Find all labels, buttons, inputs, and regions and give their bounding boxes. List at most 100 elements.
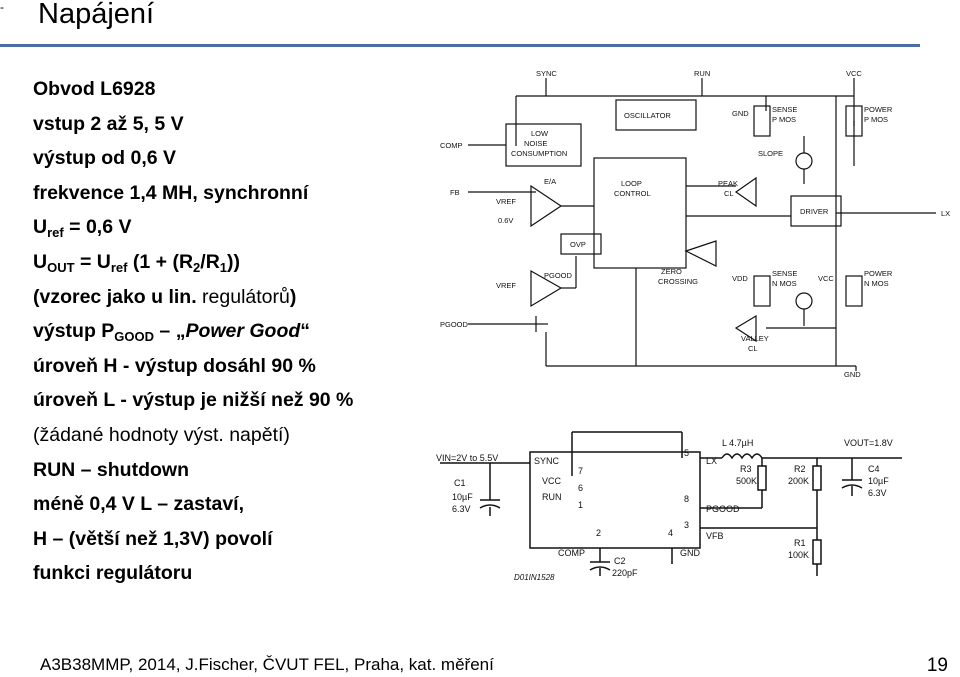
bd-pin-fb: FB [450, 188, 460, 197]
text-run: /R [200, 250, 220, 273]
bd-pin-pgood: PGOOD [440, 320, 469, 329]
text-line: (vzorec jako u lin. regulátorů) [33, 280, 353, 315]
bd-pin-comp: COMP [440, 141, 463, 150]
ac-r1: R1 [794, 538, 806, 548]
subscript: ref [47, 225, 64, 241]
ac-r3-val: 500K [736, 476, 757, 486]
bd-low-noise-1: LOW [531, 129, 549, 138]
bd-sense-p-1: SENSE [772, 105, 797, 114]
application-circuit: VIN=2V to 5.5V C1 10µF 6.3V SYNC VCC RUN… [436, 431, 902, 582]
ac-pin-2: 2 [596, 528, 601, 538]
text-line: funkci regulátoru [33, 556, 353, 591]
text-line: výstup od 0,6 V [33, 141, 353, 176]
subscript: OUT [47, 259, 75, 275]
ac-c1: C1 [454, 478, 466, 488]
bd-vcc-small: VCC [818, 274, 834, 283]
subscript: GOOD [114, 329, 155, 345]
bd-pin-gnd: GND [844, 370, 861, 378]
text-run: )) [227, 250, 241, 273]
text-run: U [33, 250, 48, 273]
slide-footer: A3B38MMP, 2014, J.Fischer, ČVUT FEL, Pra… [40, 655, 494, 674]
ac-ic-sync: SYNC [534, 456, 560, 466]
ac-vout: VOUT=1.8V [844, 438, 893, 448]
bd-low-noise-2: NOISE [524, 139, 547, 148]
bd-gnd-small: GND [732, 109, 749, 118]
text-line: UOUT = Uref (1 + (R2/R1)) [33, 245, 353, 280]
text-run: výstup P [33, 320, 115, 343]
text-run: funkci regulátoru [33, 562, 193, 585]
text-run: (žádané hodnoty výst. napětí) [33, 423, 290, 446]
ac-pin-8: 8 [684, 494, 689, 504]
bd-0v6: 0.6V [498, 216, 513, 225]
text-line: Uref = 0,6 V [33, 210, 353, 245]
slide-title: Napájení [38, 0, 155, 30]
text-run: (1 + (R [127, 250, 194, 273]
ac-pin-5: 5 [684, 448, 689, 458]
ac-ic-run: RUN [542, 492, 562, 502]
ac-pin-3: 3 [684, 520, 689, 530]
ac-c4-val: 10µF [868, 476, 889, 486]
bd-peak-2: CL [724, 189, 734, 198]
ac-pin-6: 6 [578, 483, 583, 493]
bd-slope: SLOPE [758, 149, 783, 158]
bd-sense-n-1: SENSE [772, 269, 797, 278]
bd-power-p-1: POWER [864, 105, 893, 114]
ac-c2: C2 [614, 556, 626, 566]
ac-ic-lx: LX [706, 456, 717, 466]
text-run: ) [289, 285, 297, 308]
ac-doc-id: D01IN1528 [514, 573, 555, 582]
text-line: vstup 2 až 5, 5 V [33, 107, 353, 142]
text-run: regulátorů [196, 285, 290, 308]
bd-loop-1: LOOP [621, 179, 642, 188]
bd-oscillator: OSCILLATOR [624, 111, 671, 120]
subscript: ref [110, 259, 128, 275]
text-line: Obvod L6928 [33, 72, 353, 107]
text-run: Obvod L6928 [33, 78, 156, 100]
bd-peak-1: PEAK [718, 179, 738, 188]
text-line: (žádané hodnoty výst. napětí) [33, 418, 353, 453]
ac-ic-vcc: VCC [542, 476, 562, 486]
text-run: vstup 2 až 5, 5 V [33, 112, 184, 135]
bd-pin-sync: SYNC [536, 69, 557, 78]
text-run: méně 0,4 V L – zastaví, [33, 493, 245, 516]
text-run: = 0,6 V [63, 216, 132, 239]
ac-c2-val: 220pF [612, 568, 638, 578]
text-run: – „ [154, 320, 186, 343]
ac-pin-1: 1 [578, 500, 583, 510]
bd-pin-vcc: VCC [846, 69, 862, 78]
bullet-text-block: Obvod L6928 vstup 2 až 5, 5 V výstup od 0,… [33, 72, 353, 591]
bd-sense-p-2: P MOS [772, 115, 796, 124]
text-run: úroveň L - výstup je nižší než 90 % [33, 389, 354, 412]
bd-pin-lx: LX [941, 209, 950, 218]
bd-valley-2: CL [748, 344, 758, 353]
ac-r2: R2 [794, 464, 806, 474]
subscript: 2 [193, 259, 201, 275]
text-run: úroveň H - výstup dosáhl 90 % [33, 354, 316, 377]
bd-zero-2: CROSSING [658, 277, 698, 286]
text-line: úroveň L - výstup je nižší než 90 % [33, 383, 353, 418]
text-run: Power Good [185, 320, 301, 343]
ac-r1-val: 100K [788, 550, 809, 560]
text-line: frekvence 1,4 MH, synchronní [33, 176, 353, 211]
subscript: 1 [219, 259, 228, 275]
ac-c4: C4 [868, 464, 880, 474]
ac-ic-pgood: PGOOD [706, 504, 740, 514]
text-run: U [33, 216, 48, 239]
ac-ic-gnd: GND [680, 548, 701, 558]
ac-r2-val: 200K [788, 476, 809, 486]
ac-vin: VIN=2V to 5.5V [436, 453, 498, 463]
text-line: RUN – shutdown [33, 453, 353, 488]
text-line: méně 0,4 V L – zastaví, [33, 487, 353, 522]
ac-c1-volt: 6.3V [452, 504, 471, 514]
bd-vref2: VREF [496, 281, 516, 290]
bd-driver: DRIVER [800, 207, 829, 216]
bd-pin-run: RUN [694, 69, 710, 78]
text-run: RUN – shutdown [33, 458, 189, 481]
title-underline [0, 44, 920, 47]
text-line: úroveň H - výstup dosáhl 90 % [33, 349, 353, 384]
bd-ea: E/A [544, 177, 556, 186]
corner-mark: - [0, 0, 4, 14]
bd-pgood-cmp: PGOOD [544, 271, 573, 280]
bd-power-p-2: P MOS [864, 115, 888, 124]
text-run: “ [300, 320, 311, 343]
